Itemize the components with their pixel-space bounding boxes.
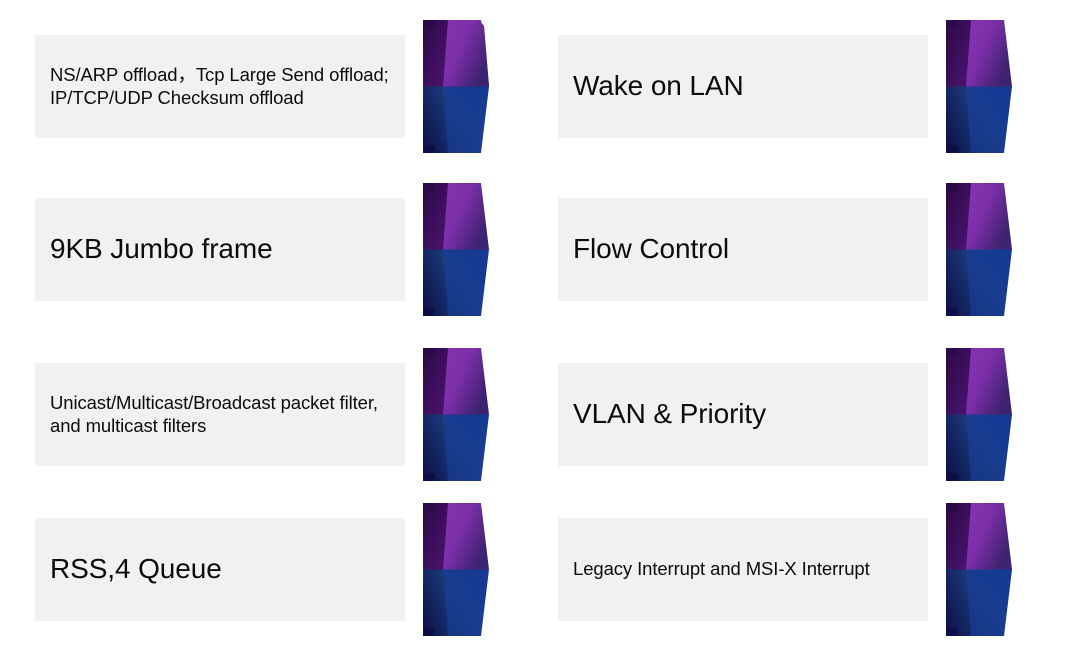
arrow-label-text: NS/ARP offload，Tcp Large Send offload; I… — [50, 63, 389, 108]
arrow-label-text: 9KB Jumbo frame — [50, 233, 273, 265]
arrow-label-plate: Legacy Interrupt and MSI-X Interrupt — [558, 518, 928, 621]
arrow-label-plate: NS/ARP offload，Tcp Large Send offload; I… — [35, 35, 405, 138]
arrow-label-plate: Flow Control — [558, 198, 928, 301]
arrow-label-plate: Unicast/Multicast/Broadcast packet filte… — [35, 363, 405, 466]
arrow-label-plate: Wake on LAN — [558, 35, 928, 138]
arrow-label-text: VLAN & Priority — [573, 398, 766, 430]
process-arrow-flow-control[interactable]: Flow Control — [558, 173, 1013, 333]
arrow-label-plate: 9KB Jumbo frame — [35, 198, 405, 301]
process-arrow-wake-on-lan[interactable]: Wake on LAN — [558, 10, 1013, 170]
arrow-label-plate: RSS,4 Queue — [35, 518, 405, 621]
arrow-label-text: Legacy Interrupt and MSI-X Interrupt — [573, 558, 870, 580]
process-arrow-rss-queue[interactable]: RSS,4 Queue — [35, 493, 490, 653]
process-arrow-offload-features[interactable]: NS/ARP offload，Tcp Large Send offload; I… — [35, 10, 490, 170]
arrow-label-text: RSS,4 Queue — [50, 553, 222, 585]
arrow-label-text: Unicast/Multicast/Broadcast packet filte… — [50, 391, 378, 436]
process-arrow-packet-filters[interactable]: Unicast/Multicast/Broadcast packet filte… — [35, 338, 490, 498]
process-arrow-jumbo-frame[interactable]: 9KB Jumbo frame — [35, 173, 490, 333]
arrow-label-plate: VLAN & Priority — [558, 363, 928, 466]
arrow-label-text: Flow Control — [573, 233, 729, 265]
arrow-label-text: Wake on LAN — [573, 70, 744, 102]
process-arrow-interrupts[interactable]: Legacy Interrupt and MSI-X Interrupt — [558, 493, 1013, 653]
process-arrow-vlan-priority[interactable]: VLAN & Priority — [558, 338, 1013, 498]
